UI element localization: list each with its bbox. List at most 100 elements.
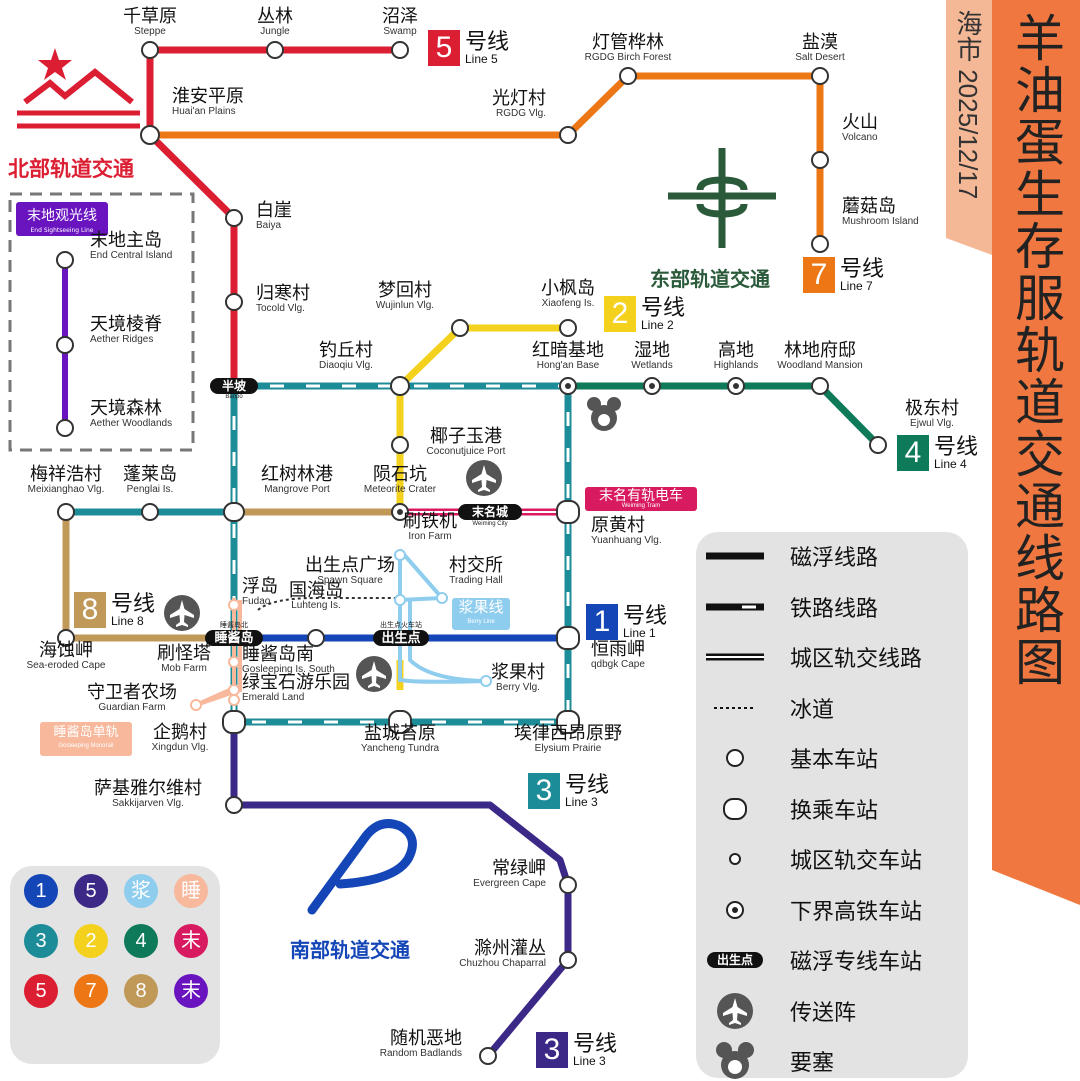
sightseeing-box <box>8 192 195 452</box>
station-name-en: Huai'an Plains <box>172 106 236 117</box>
map-title: 羊油蛋生存服轨道交通线路图 <box>1008 12 1064 688</box>
legend-row: 出生点磁浮专线车站 <box>702 940 962 980</box>
legend-row: 要塞 <box>702 1041 962 1081</box>
station-name-zh: 海蚀岬 <box>39 640 93 660</box>
legend-label: 冰道 <box>790 696 835 722</box>
station-name-en: Swamp <box>383 26 417 37</box>
line-badge-circle: 2 <box>74 924 108 958</box>
station-name-en: Sea-eroded Cape <box>26 660 106 671</box>
station-name-zh: 火山 <box>842 112 878 132</box>
legend-row: 换乘车站 <box>702 789 962 829</box>
legend-label: 铁路线路 <box>790 595 879 621</box>
line-name-en: Line 5 <box>465 51 498 66</box>
station-name-en: Berry Vlg. <box>496 682 540 693</box>
station-name-zh: 浮岛 <box>242 576 278 596</box>
station-name-en: Gosleeping Is. South <box>242 664 335 675</box>
station-name-en: Xingdun Vlg. <box>151 742 209 753</box>
station-name-zh: 小枫岛 <box>541 278 595 298</box>
line-name-en: Line 3 <box>565 794 598 809</box>
station-name-zh: 原黄村 <box>591 515 645 535</box>
line3-track <box>230 722 572 1059</box>
title-banner: 羊油蛋生存服轨道交通线路图 海市 2025/12/17 <box>946 0 1080 905</box>
line-badge-circle: 8 <box>124 974 158 1008</box>
line-number: 8 <box>74 592 106 628</box>
station-name-zh: 常绿岬 <box>492 858 546 878</box>
line-number: 5 <box>428 30 460 66</box>
station-name-zh: 梦回村 <box>378 280 432 300</box>
station-name-zh: 随机恶地 <box>390 1028 462 1048</box>
maglev-label-spawn-top: 出生点火车站 <box>380 622 422 629</box>
maglev-label-weiming-en: Weiming City <box>472 521 508 527</box>
line-number: 3 <box>528 773 560 809</box>
map-date: 海市 2025/12/17 <box>953 10 983 199</box>
line-badge-circle: 7 <box>74 974 108 1008</box>
monorail-label-en: Gosleeping Monorail <box>58 743 114 749</box>
station-name-en: RGDG Birch Forest <box>584 52 672 63</box>
stations-monorail <box>190 599 240 711</box>
tram-label-zh: 末名有轨电车 <box>599 487 683 503</box>
line-name-en: Line 3 <box>573 1053 606 1068</box>
berry-label-en: Berry Line <box>467 619 495 625</box>
station-name-zh: 刷怪塔 <box>157 643 211 663</box>
legend-label: 磁浮专线车站 <box>790 949 923 974</box>
teleporter-icon <box>164 595 200 631</box>
line-number: 7 <box>803 257 835 293</box>
railway-line-symbol <box>706 603 764 610</box>
station-name-zh: 滁州灌丛 <box>474 938 546 958</box>
station-name-zh: 睡酱岛南 <box>242 644 314 664</box>
maglev-label-banpo: 半坡 <box>221 379 246 393</box>
station-name-en: Chuzhou Chaparral <box>459 958 546 969</box>
line-badge-circle: 末 <box>174 924 208 958</box>
station-name-en: Mangrove Port <box>264 484 330 495</box>
station-name-zh: 丛林 <box>257 6 293 26</box>
line-name-en: Line 2 <box>641 317 674 332</box>
basic-station-symbol <box>726 749 744 767</box>
station-name-zh: 绿宝石游乐园 <box>242 672 350 692</box>
station-name-en: Wujinlun Vlg. <box>375 300 435 311</box>
station-name-zh: 蘑菇岛 <box>842 196 896 216</box>
line-badge-circle: 4 <box>124 924 158 958</box>
station-name-zh: 极东村 <box>905 398 959 418</box>
station-name-en: Aether Woodlands <box>90 418 173 429</box>
station-name-zh: 刷铁机 <box>403 511 457 531</box>
east-region-label: 东部轨道交通 <box>650 267 770 291</box>
station-name-zh: 梅祥浩村 <box>30 464 102 484</box>
station-name-en: qdbgk Cape <box>591 659 645 670</box>
station-name-en: End Central Island <box>90 250 173 261</box>
metro-line-symbol <box>706 653 764 661</box>
south-emblem-icon <box>307 819 417 915</box>
line-number: 1 <box>586 604 618 640</box>
station-name-en: Ejwul Vlg. <box>910 418 954 429</box>
station-name-zh: 出生点广场 <box>305 555 395 575</box>
tram-label-en: Weiming Tram <box>621 503 661 509</box>
station-name-en: Highlands <box>713 360 759 371</box>
sightseeing-label-en: End Sightseeing Line <box>31 227 94 234</box>
